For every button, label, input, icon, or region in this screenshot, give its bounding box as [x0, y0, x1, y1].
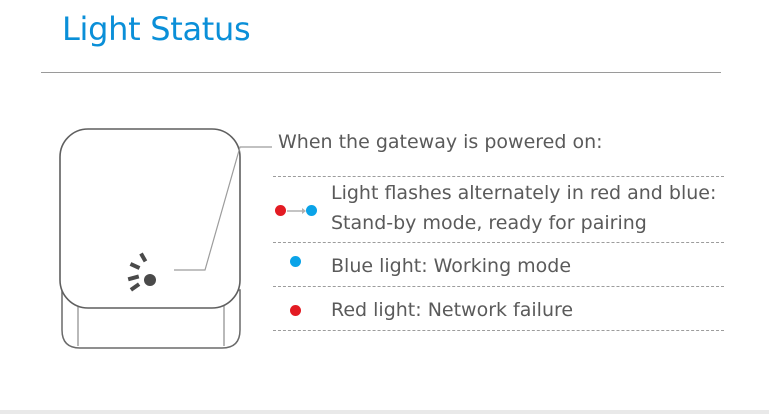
- row-divider: [273, 176, 724, 177]
- blue-dot-icon: [290, 256, 301, 267]
- leader-line: [174, 146, 272, 271]
- row-divider: [273, 286, 724, 287]
- led-indicator-icon: [127, 252, 156, 292]
- status-line: Red light: Network failure: [331, 299, 574, 321]
- red-dot-icon: [275, 205, 286, 216]
- row-divider: [273, 242, 724, 243]
- blue-dot-icon: [306, 205, 317, 216]
- red-dot-icon: [290, 305, 301, 316]
- page-title: Light Status: [62, 10, 251, 48]
- status-line: Light flashes alternately in red and blu…: [331, 182, 717, 204]
- row-divider: [273, 330, 724, 331]
- title-divider: [41, 72, 721, 73]
- gateway-top-face: [59, 128, 241, 309]
- footer-band: [0, 410, 769, 414]
- status-line: Blue light: Working mode: [331, 255, 572, 277]
- alternating-arrow-icon: [287, 208, 306, 214]
- status-line: Stand-by mode, ready for pairing: [331, 212, 647, 234]
- intro-text: When the gateway is powered on:: [278, 131, 603, 153]
